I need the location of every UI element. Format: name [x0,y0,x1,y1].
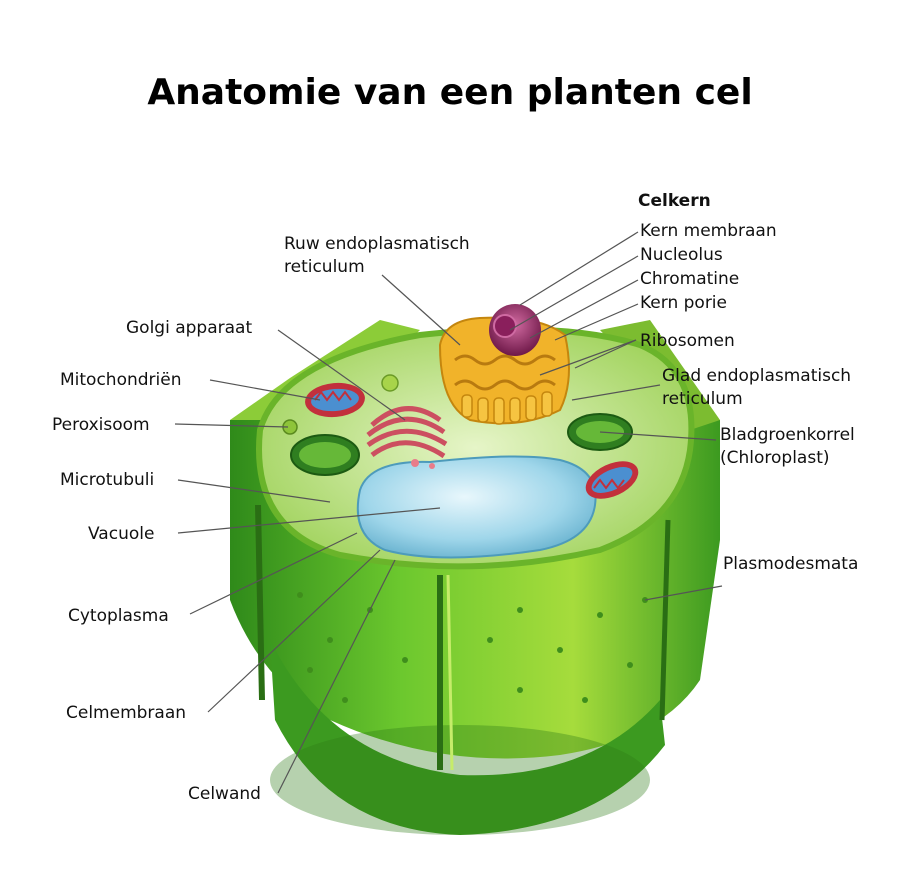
label-ruw-er-line2: reticulum [284,257,365,277]
nucleus-shape [438,304,570,425]
label-chromatine: Chromatine [640,269,740,289]
label-vacuole: Vacuole [88,524,155,544]
label-glad-er-line2: reticulum [662,389,743,409]
label-celmembraan: Celmembraan [66,703,187,723]
label-glad-er-line1: Glad endoplasmatisch [662,366,852,386]
label-microtubuli: Microtubuli [60,470,155,490]
label-mitochondrien: Mitochondriën [60,370,182,390]
label-ruw-er-line1: Ruw endoplasmatisch [284,234,470,254]
label-kern-porie: Kern porie [640,293,727,313]
label-bladgroen-line1: Bladgroenkorrel [720,425,855,445]
label-celkern: Celkern [638,191,711,211]
label-nucleolus: Nucleolus [640,245,723,265]
label-glad-er: Glad endoplasmatisch reticulum [662,365,851,411]
golgi-shape [366,406,448,469]
mitochondria-shapes [305,382,639,499]
label-celwand: Celwand [188,784,261,804]
label-golgi: Golgi apparaat [126,318,253,338]
label-cytoplasma: Cytoplasma [68,606,169,626]
leader-lines [174,231,723,794]
label-ribosomen: Ribosomen [640,331,735,351]
label-ruw-er: Ruw endoplasmatisch reticulum [284,233,470,279]
label-peroxisoom: Peroxisoom [52,415,150,435]
label-bladgroenkorrel: Bladgroenkorrel (Chloroplast) [720,424,855,470]
plasmodesmata-dots [297,592,648,703]
label-plasmodesmata: Plasmodesmata [723,554,859,574]
vacuole-shape [356,455,597,559]
label-bladgroen-line2: (Chloroplast) [720,448,830,468]
page-title: Anatomie van een planten cel [147,72,753,113]
label-kern-membraan: Kern membraan [640,221,777,241]
